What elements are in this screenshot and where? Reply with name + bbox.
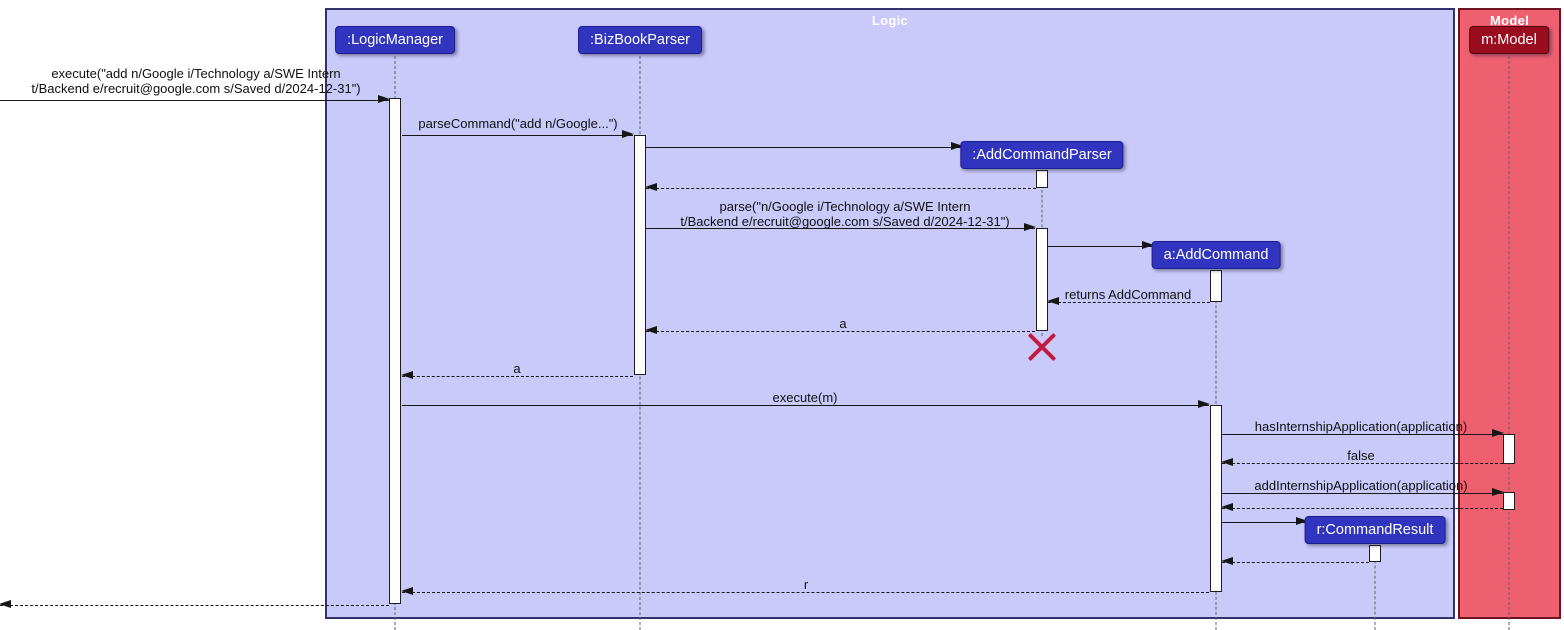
- message-label-has-internship-application: hasInternshipApplication(application): [1254, 419, 1468, 434]
- arrowhead-icon: [622, 130, 634, 138]
- activation-bizbook-parser: [634, 135, 646, 375]
- message-arrow-return-from-command-result: [1221, 557, 1369, 565]
- arrowhead-icon: [1221, 557, 1233, 565]
- message-arrow-returns-add-command: [1047, 297, 1210, 305]
- message-arrow-create-command-result: [1222, 517, 1308, 525]
- arrowhead-icon: [951, 142, 963, 150]
- message-label-parse-line2: t/Backend e/recruit@google.com s/Saved d…: [680, 214, 1010, 229]
- logic-frame: Logic: [325, 8, 1455, 619]
- message-arrow-execute: [0, 95, 390, 103]
- participant-add-command-parser: :AddCommandParser: [960, 141, 1124, 169]
- model-frame: Model: [1458, 8, 1561, 619]
- activation-add-command-2: [1210, 405, 1222, 592]
- arrowhead-icon: [1492, 429, 1504, 437]
- message-label-add-internship-application: addInternshipApplication(application): [1254, 478, 1468, 493]
- participant-logic-manager: :LogicManager: [335, 26, 455, 54]
- message-arrow-return-to-bizbook-parser: [645, 183, 1036, 191]
- destroy-x-icon: [1028, 333, 1056, 361]
- arrowhead-icon: [1492, 488, 1504, 496]
- message-arrow-false-return: [1221, 458, 1503, 466]
- message-label-execute-line1: execute("add n/Google i/Technology a/SWE…: [51, 66, 341, 81]
- participant-add-command: a:AddCommand: [1151, 241, 1281, 269]
- message-label-execute-line2: t/Backend e/recruit@google.com s/Saved d…: [31, 81, 361, 96]
- arrowhead-icon: [1047, 297, 1059, 305]
- arrowhead-icon: [645, 326, 657, 334]
- activation-model-2: [1503, 492, 1515, 510]
- activation-add-command-parser-2: [1036, 228, 1048, 331]
- message-label-execute-m: execute(m): [772, 390, 838, 405]
- arrowhead-icon: [1142, 241, 1154, 249]
- logic-frame-title: Logic: [871, 13, 909, 28]
- arrowhead-icon: [1198, 400, 1210, 408]
- message-label-returns-add-command: returns AddCommand: [1064, 287, 1192, 302]
- activation-command-result: [1369, 545, 1381, 562]
- message-arrow-parse-command: [402, 130, 634, 138]
- message-arrow-execute-m: [402, 400, 1210, 408]
- message-label-return-a2: a: [513, 361, 521, 376]
- message-arrow-create-add-command-parser: [646, 142, 963, 150]
- message-arrow-parse: [646, 223, 1036, 231]
- message-label-parse: parse("n/Google i/Technology a/SWE Inter…: [680, 199, 1009, 229]
- arrowhead-icon: [0, 600, 11, 608]
- activation-logic-manager: [389, 98, 401, 604]
- message-label-return-r: r: [803, 577, 809, 592]
- model-frame-title: Model: [1489, 13, 1530, 28]
- message-label-false: false: [1347, 448, 1375, 463]
- message-arrow-return-a-to-logic-manager: [401, 371, 633, 379]
- participant-bizbook-parser: :BizBookParser: [578, 26, 702, 54]
- arrowhead-icon: [645, 183, 657, 191]
- message-arrow-return-a-to-bizbook-parser: [645, 326, 1035, 334]
- lifeline-model: [1508, 56, 1510, 630]
- arrowhead-icon: [378, 95, 390, 103]
- arrowhead-icon: [401, 371, 413, 379]
- message-arrow-exit-result: [0, 600, 389, 608]
- message-label-parse-line1: parse("n/Google i/Technology a/SWE Inter…: [719, 199, 971, 214]
- activation-add-command-1: [1210, 270, 1222, 302]
- arrowhead-icon: [1221, 503, 1233, 511]
- arrowhead-icon: [401, 587, 413, 595]
- lifeline-command-result: [1374, 545, 1376, 630]
- message-arrow-return-r: [401, 587, 1209, 595]
- participant-command-result: r:CommandResult: [1304, 516, 1446, 544]
- activation-add-command-parser-1: [1036, 170, 1048, 188]
- message-arrow-has-internship-application: [1222, 429, 1504, 437]
- activation-model-1: [1503, 434, 1515, 464]
- message-label-return-a1: a: [839, 316, 847, 331]
- arrowhead-icon: [1296, 517, 1308, 525]
- participant-model: m:Model: [1469, 26, 1549, 54]
- arrowhead-icon: [1024, 223, 1036, 231]
- message-label-parse-command: parseCommand("add n/Google..."): [418, 116, 618, 131]
- message-arrow-return-from-model: [1221, 503, 1503, 511]
- message-label-execute: execute("add n/Google i/Technology a/SWE…: [31, 66, 360, 96]
- message-arrow-create-add-command: [1048, 241, 1154, 249]
- message-arrow-add-internship-application: [1222, 488, 1504, 496]
- arrowhead-icon: [1221, 458, 1233, 466]
